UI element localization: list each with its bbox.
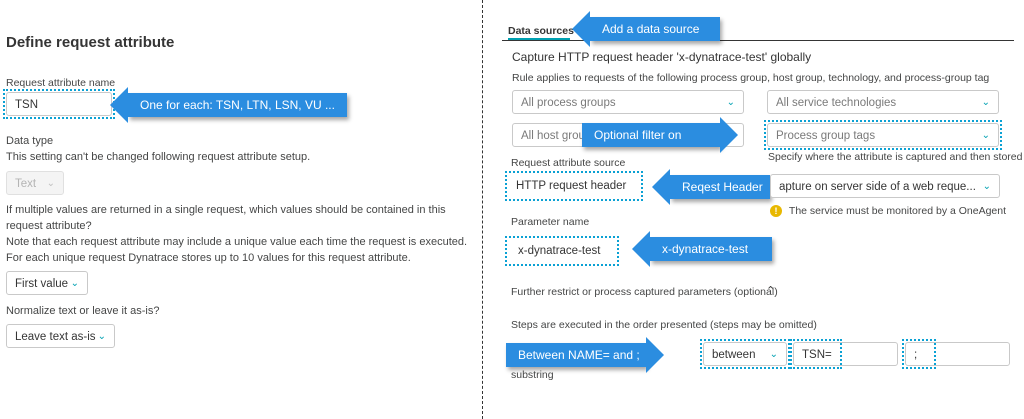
semicolon-highlight xyxy=(902,339,936,369)
chevron-down-icon: ⌄ xyxy=(982,181,991,192)
callout-one-for-each: One for each: TSN, LTN, LSN, VU ... xyxy=(110,87,347,123)
further-restrict-text: Further restrict or process captured par… xyxy=(511,286,778,298)
between-highlight xyxy=(700,339,790,369)
normalize-label: Normalize text or leave it as-is? xyxy=(6,305,160,317)
chevron-down-icon: ⌄ xyxy=(981,130,990,141)
callout-add-source: Add a data source xyxy=(572,11,720,47)
chevron-down-icon: ⌄ xyxy=(46,178,55,189)
multi-question-2: request attribute? xyxy=(6,220,92,232)
chevron-down-icon: ⌄ xyxy=(97,331,106,342)
source-select[interactable]: HTTP request header xyxy=(508,174,640,198)
warning-row: ! The service must be monitored by a One… xyxy=(770,205,1006,218)
normalize-select[interactable]: Leave text as-is ⌄ xyxy=(6,324,115,348)
param-label: Parameter name xyxy=(511,216,590,228)
param-highlight xyxy=(505,236,619,266)
name-label: Request attribute name xyxy=(6,77,116,89)
between-select[interactable]: between ⌄ xyxy=(703,342,787,366)
chevron-down-icon: ⌄ xyxy=(981,97,990,108)
warning-icon: ! xyxy=(770,205,782,218)
tsn-highlight xyxy=(790,339,842,369)
source-highlight xyxy=(505,171,643,201)
process-group-tags-select[interactable]: Process group tags ⌄ xyxy=(767,123,999,147)
service-tech-select[interactable]: All service technologies ⌄ xyxy=(767,90,999,114)
tab-underline xyxy=(508,38,570,40)
capture-location-select[interactable]: apture on server side of a web reque... … xyxy=(770,174,1000,198)
data-type-note: This setting can't be changed following … xyxy=(6,151,311,163)
page-title: Define request attribute xyxy=(6,34,175,51)
panel-divider xyxy=(482,0,483,419)
multi-value-select[interactable]: First value ⌄ xyxy=(6,271,88,295)
data-type-select: Text ⌄ xyxy=(6,171,64,195)
start-marker-input[interactable]: TSN= xyxy=(793,342,898,366)
tab-data-sources[interactable]: Data sources xyxy=(508,25,574,37)
specify-text: Specify where the attribute is captured … xyxy=(768,151,1023,163)
source-label: Request attribute source xyxy=(511,157,626,169)
callout-request-header: Reqest Header xyxy=(652,169,770,205)
chevron-down-icon: ⌄ xyxy=(726,97,735,108)
multi-note-1: Note that each request attribute may inc… xyxy=(6,236,468,248)
callout-between: Between NAME= and ; xyxy=(506,337,664,373)
chevron-up-icon[interactable]: ⌃ xyxy=(766,285,776,297)
callout-x-dynatrace: x-dynatrace-test xyxy=(632,231,772,267)
chevron-down-icon: ⌄ xyxy=(70,278,79,289)
multi-question-1: If multiple values are returned in a sin… xyxy=(6,204,446,216)
param-name-input[interactable]: x-dynatrace-test xyxy=(510,239,616,263)
data-type-label: Data type xyxy=(6,135,54,147)
end-marker-input[interactable]: ; xyxy=(905,342,1010,366)
substring-label: substring xyxy=(511,369,554,381)
rule-text: Rule applies to requests of the followin… xyxy=(512,72,990,84)
chevron-down-icon: ⌄ xyxy=(769,349,778,360)
tags-highlight xyxy=(764,120,1002,150)
tab-rule xyxy=(502,40,1014,41)
name-highlight xyxy=(3,89,115,119)
steps-text: Steps are executed in the order presente… xyxy=(511,319,817,331)
process-groups-select[interactable]: All process groups ⌄ xyxy=(512,90,744,114)
multi-note-2: For each unique request Dynatrace stores… xyxy=(6,252,411,264)
callout-optional-filter: Optional filter on xyxy=(582,117,738,153)
capture-title: Capture HTTP request header 'x-dynatrace… xyxy=(512,50,812,64)
attribute-name-input[interactable]: TSN xyxy=(6,92,112,116)
